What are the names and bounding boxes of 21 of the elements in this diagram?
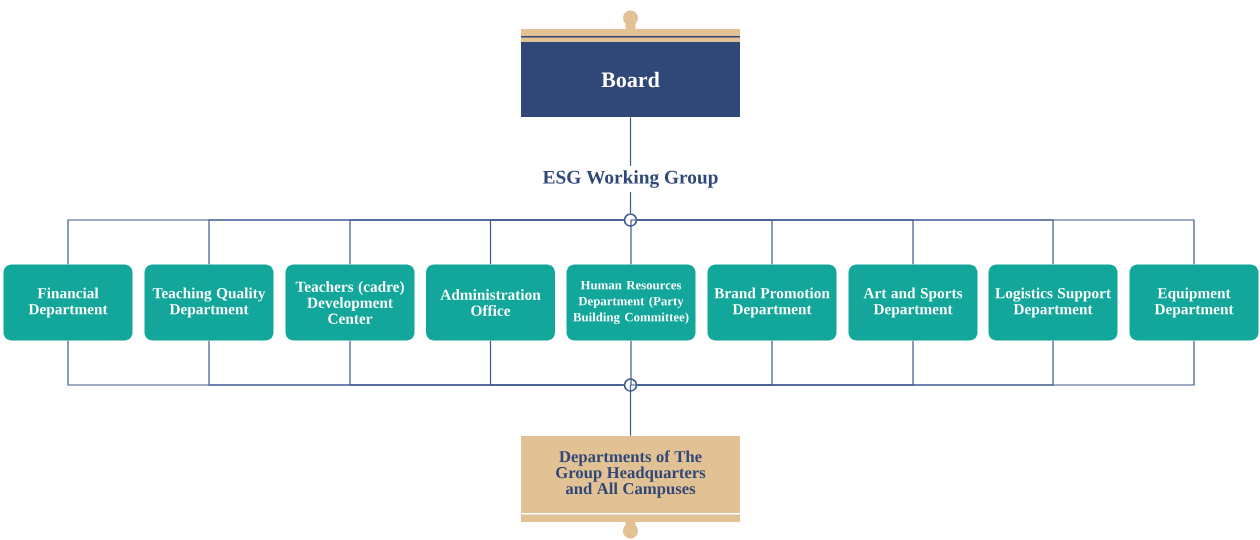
connector-line (629, 384, 632, 437)
connector-line (489, 219, 625, 265)
connector-line (630, 219, 638, 265)
connector-line (489, 340, 625, 386)
department-box: Financial Department (3, 264, 133, 341)
connector-line (629, 116, 632, 167)
group-label: ESG Working Group (542, 170, 718, 188)
department-box: Art and Sports Department (848, 264, 978, 341)
department-box: Teaching Quality Department (144, 264, 274, 341)
department-box: Teachers (cadre) Development Center (285, 264, 415, 341)
department-box: Administration Office (426, 264, 555, 341)
department-box: Equipment Department (1129, 264, 1259, 341)
department-box: Departments of The Group Headquarters and All Campuses (521, 436, 740, 539)
connector-line (636, 340, 1195, 386)
department-box: Logistics Support Department (988, 264, 1118, 341)
board-box: Board (521, 10, 740, 117)
connector-line (636, 219, 1195, 265)
connector-line (629, 191, 632, 214)
department-box: Human Resources Department (Party Building Committee) (566, 264, 696, 341)
connector-line (630, 340, 638, 386)
department-box: Brand Promotion Department (707, 264, 837, 341)
